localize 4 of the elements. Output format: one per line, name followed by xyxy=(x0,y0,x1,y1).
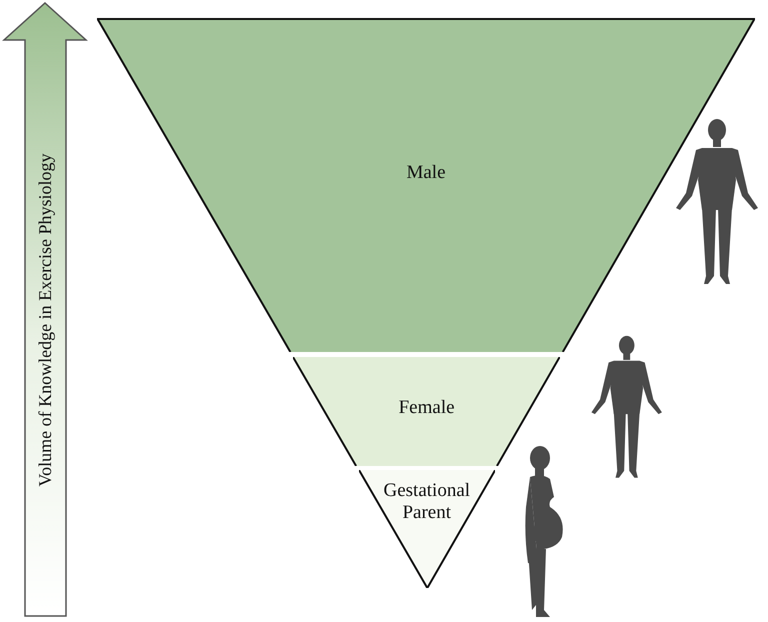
axis-label: Volume of Knowledge in Exercise Physiology xyxy=(34,152,56,489)
band-label: Female xyxy=(398,397,456,419)
band-label: Male xyxy=(405,162,447,184)
band-label: Gestational Parent xyxy=(382,480,472,524)
